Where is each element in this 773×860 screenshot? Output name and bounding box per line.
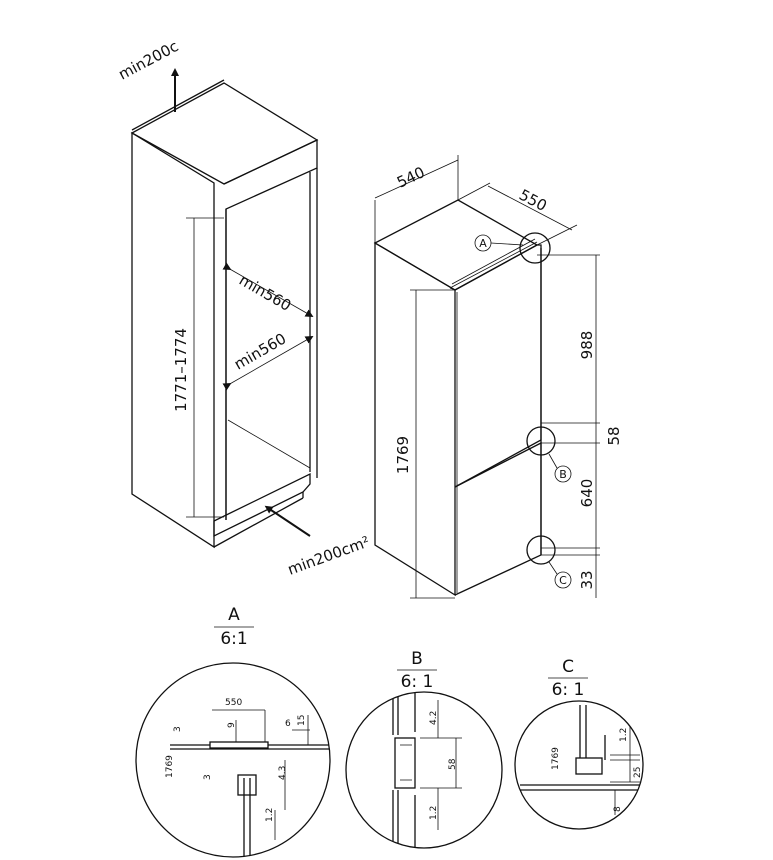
fridge-upper-label: 988 [578,331,596,360]
detail-b-dim-4-2: 4.2 [429,711,439,725]
detail-b-title: B [411,649,423,669]
detail-a-dim-1-2: 1.2 [265,808,275,822]
vent-top-label: min200c [115,37,181,83]
detail-c-dim-1769: 1769 [551,747,561,770]
detail-a-dim-4-3: 4.3 [278,766,288,780]
callout-a-label: A [479,237,487,250]
detail-b-dim-1-2: 1.2 [429,806,439,820]
vent-bottom-label: min200cm² [285,533,372,579]
detail-b-view [345,691,503,849]
detail-a-dim-550: 550 [225,698,242,708]
detail-c-scale: 6: 1 [552,680,585,700]
fridge-lower-label: 640 [578,479,596,508]
cabinet-height-label: 1771–1774 [172,328,190,412]
detail-c-dim-25: 25 [633,767,643,778]
callout-c-label: C [559,574,567,587]
fridge-gap-label: 58 [605,426,623,445]
detail-a-dim-9: 9 [227,722,237,728]
detail-a-view [135,662,331,858]
fridge-width-label: 540 [394,163,428,191]
detail-a-dim-3a: 3 [173,726,183,732]
detail-c-view [514,700,644,830]
callout-b-label: B [559,468,567,481]
detail-b-dim-58: 58 [448,758,458,770]
fridge-drawing [373,155,600,599]
detail-b-scale: 6: 1 [401,672,434,692]
detail-a-dim-1769: 1769 [165,755,175,778]
cabinet-drawing [130,68,319,549]
fridge-height-label: 1769 [394,436,412,474]
detail-c-dim-1-2: 1.2 [619,728,629,742]
cabinet-width-label: min560 [236,271,294,315]
fridge-bottom-label: 33 [578,570,596,589]
detail-c-title: C [562,657,574,677]
detail-a-dim-6: 6 [285,719,291,729]
fridge-depth-label: 550 [516,186,550,215]
detail-a-dim-15: 15 [297,715,307,726]
detail-a-dim-3b: 3 [203,774,213,780]
detail-a-title: A [228,605,240,625]
detail-c-dim-8: 8 [613,806,623,812]
detail-a-scale: 6:1 [220,629,247,649]
